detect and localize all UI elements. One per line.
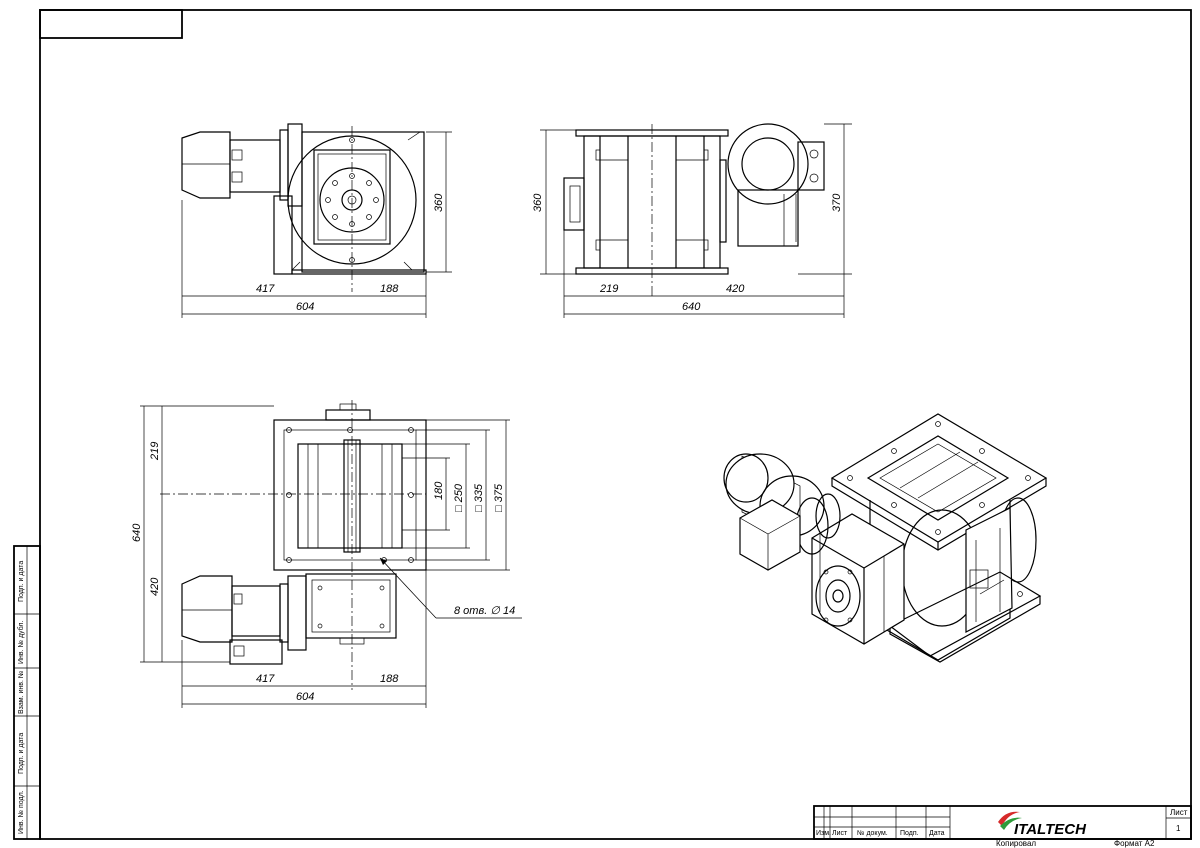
tb-sheet-label: Лист (1170, 808, 1188, 817)
dim-604-front: 604 (296, 301, 314, 313)
holes-callout: 8 отв. ∅ 14 (454, 605, 515, 617)
dim-370-side: 370 (831, 193, 843, 212)
tb-header-list: Лист (832, 830, 848, 837)
sheet-frame (39, 9, 1192, 840)
dim-420-side: 420 (726, 283, 745, 295)
dim-420-plan: 420 (149, 577, 161, 596)
side-stamp: Подп. и дата Инв. № дубл. Взам. инв. № П… (13, 545, 41, 840)
dim-188-front: 188 (380, 283, 399, 295)
side-view: 219 420 640 360 370 (532, 123, 852, 318)
dim-604-plan: 604 (296, 691, 314, 703)
tb-header-date: Дата (929, 830, 945, 837)
dim-640-plan: 640 (131, 523, 143, 542)
dim-417-front: 417 (256, 283, 275, 295)
dim-219-plan: 219 (149, 442, 161, 461)
isometric-view (723, 413, 1048, 663)
stamp-label-2: Инв. № дубл. (17, 621, 25, 664)
tb-copied: Копировал (996, 839, 1036, 848)
stamp-label-1: Подп. и дата (18, 561, 25, 602)
corner-stamp-box (39, 9, 183, 39)
dim-640-side: 640 (682, 301, 701, 313)
stamp-label-3: Взам. инв. № (18, 671, 25, 714)
tb-format: Формат А2 (1114, 839, 1155, 848)
dim-360-side: 360 (532, 193, 544, 212)
dim-335-plan: □ 335 (473, 483, 485, 512)
stamp-label-5: Инв. № подл. (18, 790, 25, 834)
front-view: 417 188 604 360 (181, 123, 452, 318)
logo-text: ITALTECH (1014, 821, 1087, 838)
plan-view: 640 219 420 180 □ 250 □ 335 □ 375 8 отв.… (131, 400, 522, 708)
dim-417-plan: 417 (256, 673, 275, 685)
tb-header-sign: Подп. (900, 830, 919, 837)
dim-188-plan: 188 (380, 673, 399, 685)
title-block: Изм. Лист № докум. Подп. Дата ITALTECH Л… (813, 805, 1192, 848)
tb-sheet-number: 1 (1176, 824, 1181, 833)
tb-header-doc: № докум. (857, 830, 888, 837)
stamp-label-4: Подп. и дата (18, 733, 25, 774)
tb-header-izm: Изм. (816, 830, 831, 837)
dim-375-plan: □ 375 (493, 483, 505, 512)
italtech-logo: ITALTECH (998, 811, 1087, 838)
dim-360-front: 360 (433, 193, 445, 212)
dim-219-side: 219 (599, 283, 618, 295)
dim-250-plan: □ 250 (453, 483, 465, 512)
dim-180-plan: 180 (433, 481, 445, 500)
